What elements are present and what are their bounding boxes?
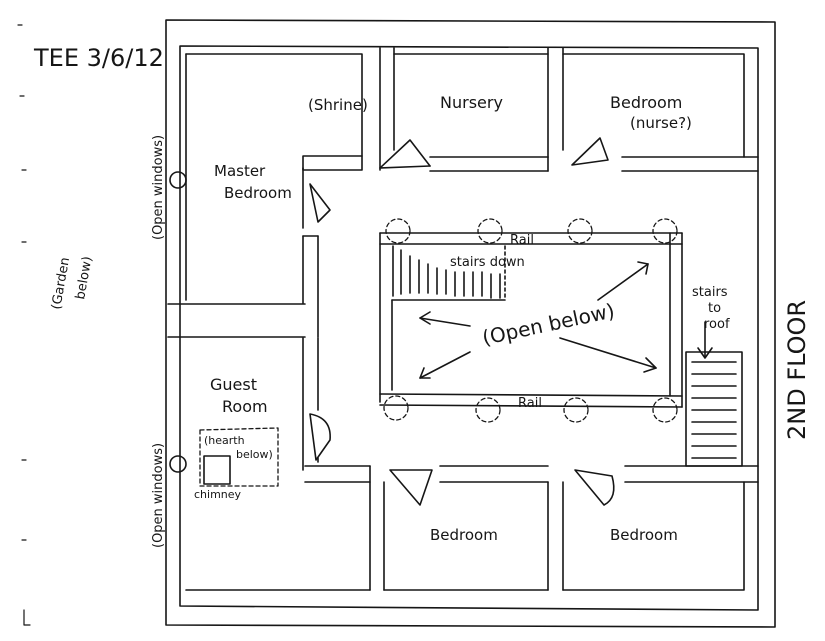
stairs-down (392, 245, 506, 301)
room-label-bedroom-right: Bedroom (610, 526, 678, 544)
note-stairs-to-roof-1: stairs (692, 285, 728, 300)
note-hearth-below-2: below) (236, 448, 273, 461)
west-windows (169, 171, 187, 473)
room-label-master: Master (214, 162, 266, 180)
doors (309, 137, 615, 506)
room-label-bedroom-nurse-note: (nurse?) (630, 114, 692, 132)
note-garden-below-2: below) (73, 255, 95, 300)
note-open-windows-top: (Open windows) (151, 135, 166, 240)
room-label-master-bedroom: Bedroom (224, 184, 292, 202)
note-stairs-to-roof-3: roof (704, 317, 730, 332)
note-chimney: chimney (194, 488, 242, 501)
note-stairs-to-roof-2: to (708, 301, 721, 316)
chimney (203, 455, 231, 485)
interior-walls (167, 47, 759, 591)
room-label-bedroom-center: Bedroom (430, 526, 498, 544)
author-date-label: TEE 3/6/12 (33, 44, 164, 72)
rail-posts (199, 218, 678, 487)
room-label-shrine: (Shrine) (308, 96, 368, 114)
floor-label: 2ND FLOOR (783, 300, 811, 440)
note-hearth-below: (hearth (204, 434, 245, 447)
outer-wall (165, 19, 776, 628)
note-open-windows-bottom: (Open windows) (151, 443, 166, 548)
room-label-nursery: Nursery (440, 93, 503, 112)
open-below-arrows (419, 261, 657, 379)
paper-margin-marks (17, 24, 31, 626)
stairs-to-roof (685, 321, 743, 467)
room-label-guest: Guest (210, 375, 257, 394)
room-label-guest-room: Room (222, 397, 268, 416)
atrium-rail (379, 232, 683, 408)
note-rail-bottom: Rail (518, 396, 542, 411)
note-rail-top: Rail (510, 233, 534, 248)
note-stairs-down: stairs down (450, 255, 525, 270)
note-open-below: (Open below) (480, 298, 617, 349)
note-garden-below: (Garden (49, 256, 73, 311)
room-label-bedroom-nurse: Bedroom (610, 93, 682, 112)
